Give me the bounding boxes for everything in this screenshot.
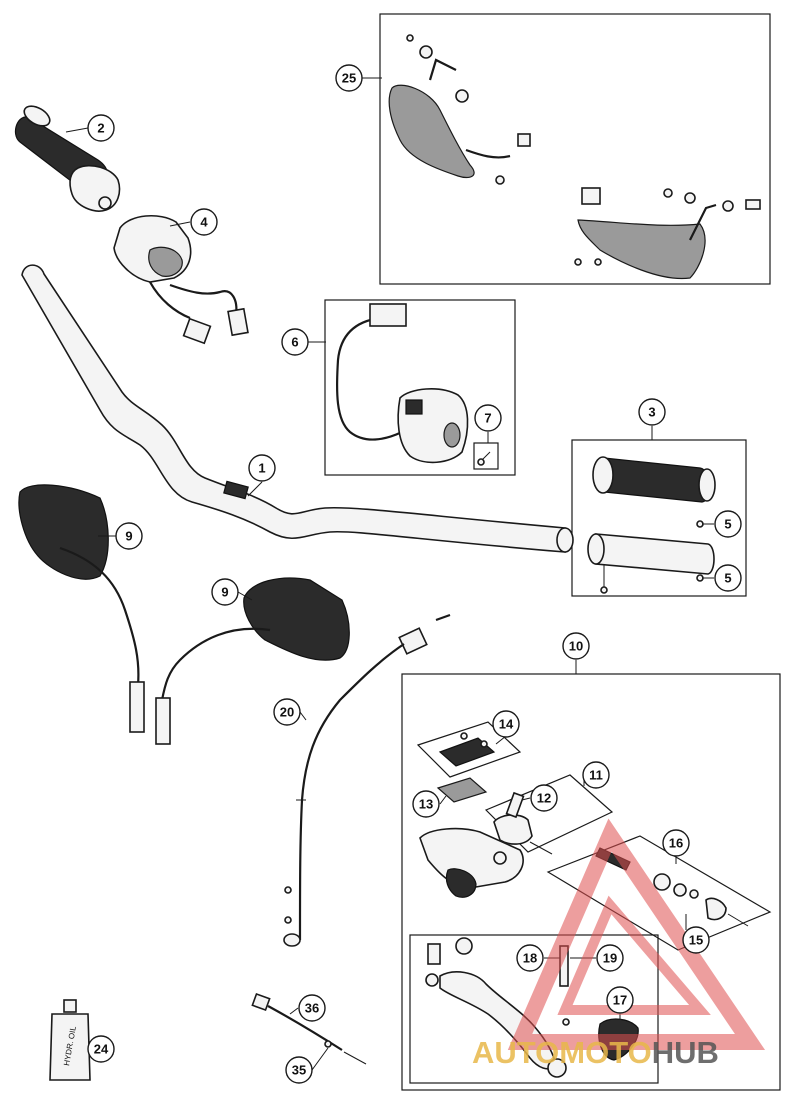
callout-14-label: 14 [499, 717, 514, 732]
callout-11-label: 11 [589, 768, 603, 783]
leader-4 [169, 221, 191, 227]
left-grip [15, 105, 121, 212]
callout-5b-label: 5 [724, 571, 731, 586]
callout-4: 4 [190, 208, 218, 236]
callout-15-label: 15 [689, 933, 703, 948]
reservoir-cover-14 [438, 732, 496, 767]
watermark-triangle-outer [507, 818, 766, 1050]
callout-1-label: 1 [258, 461, 265, 476]
frame-reservoir-cover [416, 721, 522, 778]
callout-9b: 9 [211, 578, 239, 606]
callout-24-label: 24 [94, 1042, 109, 1057]
leader-2 [65, 127, 89, 133]
frame-grip-throttle [571, 439, 747, 597]
callout-9a-label: 9 [125, 529, 132, 544]
callout-18-label: 18 [523, 951, 537, 966]
watermark-text-part2: HUB [652, 1035, 719, 1070]
callout-36: 36 [298, 994, 326, 1022]
callout-7: 7 [474, 404, 502, 432]
frame-clutch-assembly [401, 673, 781, 1091]
callout-20-label: 20 [280, 705, 294, 720]
callout-9b-label: 9 [221, 585, 228, 600]
mirror-left [18, 484, 145, 733]
clamp-11 [493, 791, 553, 855]
throttle-cable [283, 613, 451, 947]
right-switch [335, 303, 469, 464]
frame-switch-right [324, 299, 516, 476]
screw-7 [477, 451, 491, 466]
callout-10-label: 10 [569, 639, 583, 654]
mirror-right [155, 577, 350, 745]
callout-13-label: 13 [419, 797, 433, 812]
callout-36-label: 36 [305, 1001, 319, 1016]
screw-box-7 [473, 442, 499, 470]
leader-1 [247, 481, 263, 497]
callout-6: 6 [281, 328, 309, 356]
callout-24: 24 [87, 1035, 115, 1063]
callout-17-label: 17 [613, 993, 627, 1008]
callout-19-label: 19 [603, 951, 617, 966]
left-switch [113, 214, 249, 345]
callout-1: 1 [248, 454, 276, 482]
handlebar [21, 264, 574, 553]
watermark-text-part1: AUTOMOTO [472, 1035, 652, 1070]
callout-18: 18 [516, 944, 544, 972]
callout-20: 20 [273, 698, 301, 726]
diaphragm-13 [436, 777, 488, 803]
frame-hand-guards [379, 13, 771, 285]
callout-12-label: 12 [537, 791, 551, 806]
brake-switch-36 [251, 992, 367, 1065]
leader-35 [311, 1047, 329, 1071]
watermark-logo [507, 818, 766, 1050]
callout-25-label: 25 [342, 71, 356, 86]
watermark-text: AUTOMOTOHUB [472, 1035, 719, 1070]
callout-6-label: 6 [291, 335, 298, 350]
callout-16: 16 [662, 829, 690, 857]
callout-15: 15 [682, 926, 710, 954]
leader-12 [521, 797, 531, 801]
right-grip [592, 456, 716, 503]
master-cylinder-body [419, 827, 524, 898]
callout-7-label: 7 [484, 411, 491, 426]
callout-14: 14 [492, 710, 520, 738]
callout-35: 35 [285, 1056, 313, 1084]
callout-5a: 5 [714, 510, 742, 538]
callout-35-label: 35 [292, 1063, 306, 1078]
callout-10: 10 [562, 632, 590, 660]
leader-20 [299, 711, 307, 721]
hand-guard-right [574, 187, 761, 280]
callout-5a-label: 5 [724, 517, 731, 532]
callout-12: 12 [530, 784, 558, 812]
callout-13: 13 [412, 790, 440, 818]
callout-3: 3 [638, 398, 666, 426]
hand-guard-left [388, 34, 531, 185]
callout-3-label: 3 [648, 405, 655, 420]
callout-9a: 9 [115, 522, 143, 550]
hydraulic-oil-bottle: HYDR. OIL [49, 999, 91, 1081]
callout-17: 17 [606, 986, 634, 1014]
throttle-tube [587, 533, 715, 594]
leader-9b [237, 591, 253, 601]
callout-19: 19 [596, 944, 624, 972]
callout-25: 25 [335, 64, 363, 92]
callout-16-label: 16 [669, 836, 683, 851]
callout-11: 11 [582, 761, 610, 789]
callout-2-label: 2 [97, 121, 104, 136]
leader-13 [439, 795, 447, 805]
leader-36 [289, 1007, 299, 1015]
callout-5b: 5 [714, 564, 742, 592]
watermark-triangle-inner [557, 895, 711, 1015]
callout-2: 2 [87, 114, 115, 142]
callout-4-label: 4 [200, 215, 208, 230]
